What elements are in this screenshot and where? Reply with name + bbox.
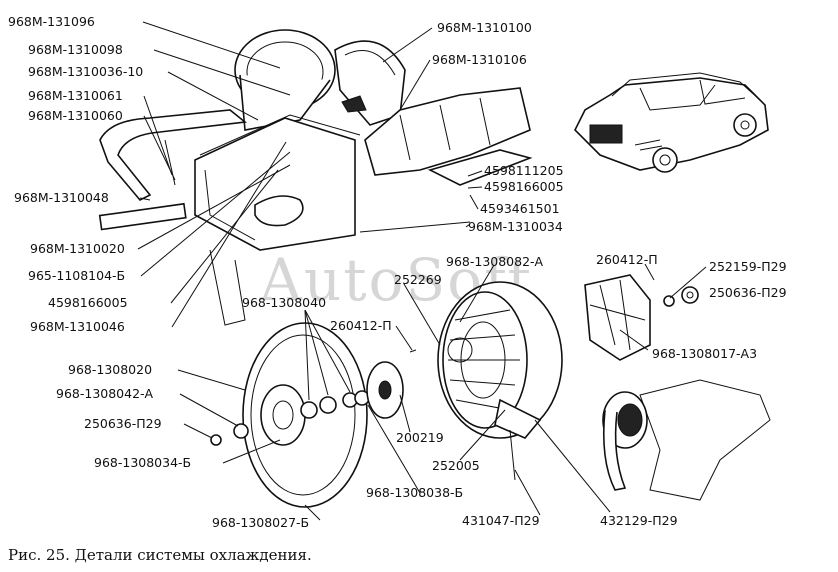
part-label: 250636-П29 xyxy=(84,416,162,431)
leader-lines xyxy=(137,21,707,521)
figure-caption: Рис. 25. Детали системы охлаждения. xyxy=(8,546,312,564)
part-label: 968М-131096 xyxy=(8,14,95,29)
part-label: 968-1308027-Б xyxy=(212,515,309,530)
part-label: 968М-1310046 xyxy=(30,319,125,334)
part-label: 968-1308038-Б xyxy=(366,485,463,500)
fan-shroud xyxy=(234,29,406,131)
part-label: 968М-1310020 xyxy=(30,241,125,256)
generator-with-belt xyxy=(602,379,771,501)
part-label: 968-1308042-А xyxy=(56,386,154,401)
part-label: 431047-П29 xyxy=(462,513,540,528)
part-label: 968-1308034-Б xyxy=(94,455,191,470)
part-label: 968М-1310048 xyxy=(14,190,109,205)
part-label: 968М-1310034 xyxy=(468,219,563,234)
part-label: 4598111205 xyxy=(484,163,564,178)
part-label: 968-1308082-А xyxy=(446,254,544,269)
part-label: 968М-1310061 xyxy=(28,88,123,103)
part-label: 4593461501 xyxy=(480,201,560,216)
pulley-assembly xyxy=(210,322,417,508)
part-label: 968М-1310098 xyxy=(28,42,123,57)
part-label: 260412-П xyxy=(330,318,392,333)
part-label: 4598166005 xyxy=(484,179,564,194)
part-label: 968М-1310060 xyxy=(28,108,123,123)
air-duct xyxy=(359,87,533,233)
part-label: 252159-П29 xyxy=(709,259,787,274)
part-label: 252269 xyxy=(394,272,442,287)
part-label: 4598166005 xyxy=(48,295,128,310)
part-label: 968М-1310106 xyxy=(432,52,527,67)
part-label: 250636-П29 xyxy=(709,285,787,300)
fan-impeller xyxy=(584,274,699,361)
part-label: 968М-1310100 xyxy=(437,20,532,35)
car-illustration xyxy=(574,72,769,173)
radiator-housing xyxy=(98,109,361,326)
part-label: 252005 xyxy=(432,458,480,473)
fan-rotor xyxy=(437,281,563,481)
part-label: 968-1308020 xyxy=(68,362,152,377)
part-label: 968-1308040 xyxy=(242,295,326,310)
part-label: 965-1108104-Б xyxy=(28,268,125,283)
part-label: 432129-П29 xyxy=(600,513,678,528)
part-labels: 968М-131096 968М-1310100 968М-1310098 96… xyxy=(8,14,787,530)
part-label: 260412-П xyxy=(596,252,658,267)
part-label: 200219 xyxy=(396,430,444,445)
part-label: 968М-1310036-10 xyxy=(28,64,143,79)
part-label: 968-1308017-А3 xyxy=(652,346,757,361)
